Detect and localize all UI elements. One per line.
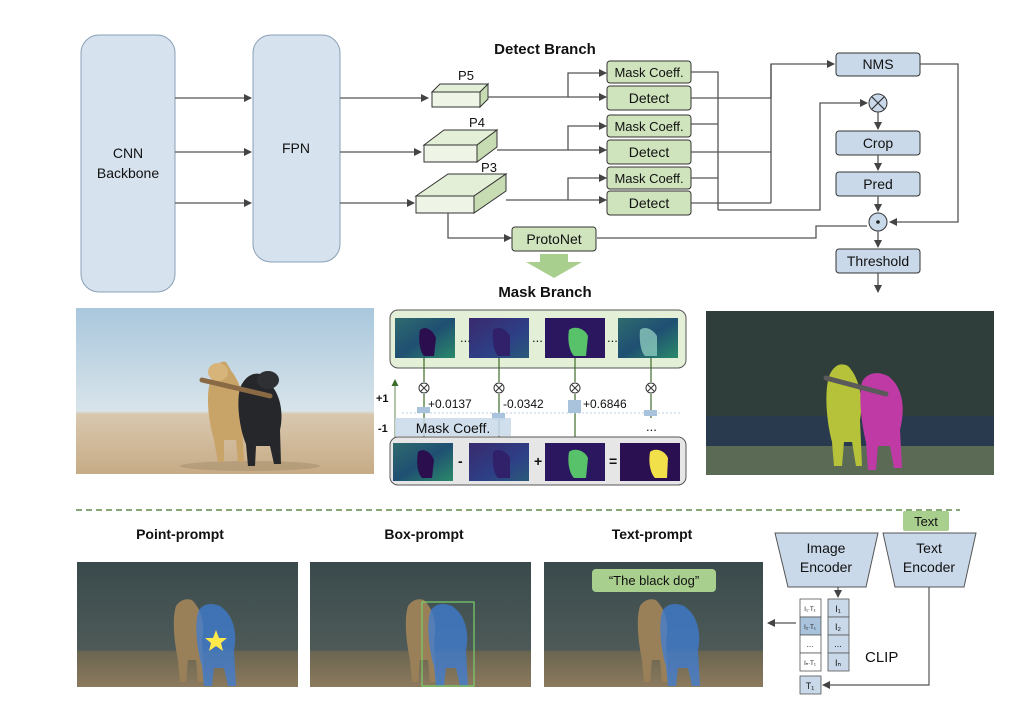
backbone-to-fpn-arrows bbox=[175, 94, 429, 207]
detect-p4: Detect bbox=[629, 144, 670, 160]
similarity-column bbox=[799, 598, 822, 672]
sim-cell-4: Iₙ·T₁ bbox=[804, 661, 816, 667]
dot-product-icon bbox=[868, 212, 888, 232]
fpn-label: FPN bbox=[282, 140, 310, 156]
img-cell-1: I₁ bbox=[835, 604, 841, 614]
feature-map-p4 bbox=[422, 129, 499, 163]
prototype-panel bbox=[389, 309, 687, 369]
image-encoder-shape bbox=[774, 532, 879, 588]
output-segmentation-image bbox=[706, 311, 994, 475]
coefficient-multiply-icons bbox=[418, 382, 657, 394]
coeff-value-2: -0.0342 bbox=[503, 397, 544, 411]
nms-to-dot-line bbox=[889, 63, 959, 226]
text-encoder-label-2: Encoder bbox=[903, 559, 955, 575]
proto-ellipsis-2: ... bbox=[532, 330, 543, 345]
image-encoder-label-1: Image bbox=[807, 540, 846, 556]
text-encoder-out-arrow bbox=[822, 587, 930, 689]
mask-branch-title: Mask Branch bbox=[498, 284, 591, 301]
pred-label: Pred bbox=[863, 176, 893, 192]
text-token-box bbox=[799, 675, 822, 695]
p3-label: P3 bbox=[481, 160, 497, 175]
protonet-down-arrow bbox=[526, 254, 582, 278]
prototype-maps bbox=[395, 318, 678, 358]
fpn-box bbox=[252, 34, 341, 263]
text-query-badge bbox=[592, 569, 716, 592]
axis-negative: -1 bbox=[378, 423, 388, 435]
box-prompt-image bbox=[310, 562, 531, 687]
input-photo bbox=[76, 308, 374, 474]
clip-label: CLIP bbox=[865, 649, 898, 666]
feature-to-head-arrows bbox=[447, 69, 607, 242]
img-cell-3: ... bbox=[834, 639, 842, 649]
threshold-label: Threshold bbox=[847, 253, 909, 269]
detect-p3: Detect bbox=[629, 195, 670, 211]
assembly-maps bbox=[393, 443, 680, 481]
proto-ellipsis-3: ... bbox=[607, 330, 618, 345]
coeff-value-1: +0.0137 bbox=[428, 397, 472, 411]
text-query: “The black dog” bbox=[609, 573, 699, 588]
axis-positive: +1 bbox=[376, 393, 389, 405]
op-minus: - bbox=[458, 453, 463, 469]
head-boxes bbox=[606, 60, 692, 216]
detect-p5: Detect bbox=[629, 90, 670, 106]
box-prompt-rect bbox=[421, 601, 475, 687]
coeff-ellipsis: ... bbox=[646, 419, 657, 434]
img-cell-2: I₂ bbox=[835, 622, 842, 632]
cnn-backbone-box bbox=[80, 34, 176, 293]
mask-coeff-label-bg bbox=[395, 418, 511, 436]
box-prompt-title: Box-prompt bbox=[384, 526, 464, 542]
coeff-value-3: +0.6846 bbox=[583, 397, 627, 411]
text-input-tag bbox=[903, 511, 949, 531]
img-cell-4: Iₙ bbox=[835, 658, 842, 668]
image-embedding-column bbox=[827, 598, 850, 672]
cnn-backbone-label-2: Backbone bbox=[97, 165, 159, 181]
sim-cell-1: I₁·T₁ bbox=[804, 607, 815, 613]
head-to-postprocess-lines bbox=[597, 60, 868, 239]
sim-cell-2: I₂·T₁ bbox=[804, 625, 816, 631]
point-star-icon bbox=[205, 630, 227, 651]
protonet-label: ProtoNet bbox=[526, 231, 581, 247]
sim-cell-3: ... bbox=[807, 640, 814, 649]
op-plus: + bbox=[534, 453, 542, 469]
text-token: T₁ bbox=[806, 681, 815, 691]
text-encoder-label-1: Text bbox=[916, 540, 942, 556]
op-equals: = bbox=[609, 453, 617, 469]
text-input-tag-label: Text bbox=[914, 514, 938, 529]
protonet-box bbox=[511, 226, 597, 252]
p5-label: P5 bbox=[458, 68, 474, 83]
text-prompt-title: Text-prompt bbox=[612, 526, 693, 542]
assembly-panel bbox=[389, 436, 687, 486]
point-prompt-image bbox=[77, 562, 298, 687]
feature-map-p5 bbox=[430, 82, 490, 109]
cnn-backbone-label-1: CNN bbox=[113, 145, 143, 161]
mask-coeff-p5: Mask Coeff. bbox=[614, 65, 683, 80]
detect-branch-title: Detect Branch bbox=[494, 41, 596, 58]
multiply-icon bbox=[868, 93, 888, 113]
image-encoder-label-2: Encoder bbox=[800, 559, 852, 575]
proto-ellipsis-1: ... bbox=[460, 330, 471, 345]
mask-coeff-p4: Mask Coeff. bbox=[614, 119, 683, 134]
nms-label: NMS bbox=[862, 56, 893, 72]
crop-label: Crop bbox=[863, 135, 894, 151]
text-encoder-shape bbox=[882, 532, 977, 588]
feature-map-p3 bbox=[414, 173, 508, 214]
p4-label: P4 bbox=[469, 115, 485, 130]
mask-coeff-label: Mask Coeff. bbox=[416, 420, 490, 436]
mask-coeff-p3: Mask Coeff. bbox=[614, 171, 683, 186]
point-prompt-title: Point-prompt bbox=[136, 526, 224, 542]
